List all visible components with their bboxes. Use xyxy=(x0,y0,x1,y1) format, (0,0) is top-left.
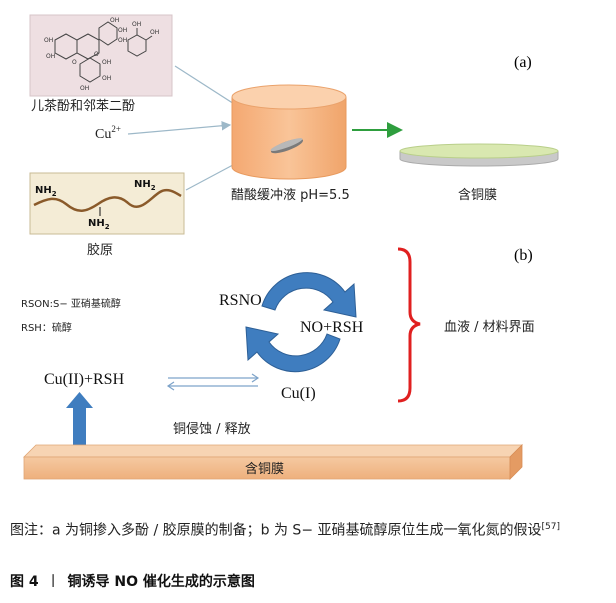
collagen-nh2-1: NH2 xyxy=(35,185,57,198)
structure-atom-5: OH xyxy=(46,53,55,60)
collagen-label: 胶原 xyxy=(87,242,113,258)
structure-atom-3: OH xyxy=(118,37,127,44)
interface-bracket xyxy=(397,247,421,403)
caption-separator: 丨 xyxy=(46,574,61,590)
panel-b-label: (b) xyxy=(514,247,533,264)
collagen-nh2-2: NH2 xyxy=(134,179,156,192)
collagen-nh2-3: NH2 xyxy=(88,218,110,231)
structure-atom-4: OH xyxy=(44,37,53,44)
structure-atom-11: OH xyxy=(132,21,141,28)
arrow-cu xyxy=(127,120,232,135)
panel-a-label: (a) xyxy=(514,54,532,71)
interface-label: 血液 / 材料界面 xyxy=(444,320,535,335)
corrosion-label: 铜侵蚀 / 释放 xyxy=(173,421,251,437)
figure-title: 铜诱导 NO 催化生成的示意图 xyxy=(67,574,255,590)
structure-atom-10: OH xyxy=(80,85,89,92)
legend-rsh: RSH：硫醇 xyxy=(21,321,72,334)
catalytic-cycle-arrows xyxy=(245,272,357,373)
legend-rson: RSON:S− 亚硝基硫醇 xyxy=(21,297,121,310)
rsno-label: RSNO xyxy=(219,292,262,309)
buffer-label: 醋酸缓冲液 pH=5.5 xyxy=(231,187,350,203)
structure-atom-6: O xyxy=(72,59,77,66)
base-label: 含铜膜 xyxy=(245,461,284,477)
figure-caption: 图 4 丨 铜诱导 NO 催化生成的示意图 xyxy=(10,571,255,591)
structure-atom-2: OH xyxy=(118,27,127,34)
figure-number: 图 4 xyxy=(10,574,39,590)
collagen-structure-box: NH2 NH2 NH2 xyxy=(29,172,185,235)
polyphenol-structure-box: OH OH OH OH OH O O OH OH OH OH OH xyxy=(29,14,173,97)
copper-membrane-base xyxy=(23,444,523,480)
structure-atom-9: OH xyxy=(102,75,111,82)
cu2-label: Cu2+ xyxy=(95,124,121,142)
no-rsh-label: NO+RSH xyxy=(300,319,364,336)
figure-note-text: 图注：a 为铜掺入多酚 / 胶原膜的制备；b 为 S− 亚硝基硫醇原位生成一氧化… xyxy=(10,522,542,539)
structure-atom-8: OH xyxy=(102,59,111,66)
structure-atom-7: O xyxy=(94,51,99,58)
release-up-arrow xyxy=(66,392,93,457)
figure-note: 图注：a 为铜掺入多酚 / 胶原膜的制备；b 为 S− 亚硝基硫醇原位生成一氧化… xyxy=(10,517,610,541)
structure-atom-12: OH xyxy=(150,29,159,36)
membrane-label: 含铜膜 xyxy=(458,187,497,203)
polyphenol-label: 儿茶酚和邻苯二酚 xyxy=(31,98,135,114)
buffer-cylinder xyxy=(231,84,347,180)
structure-atom-1: OH xyxy=(110,17,119,24)
copper-membrane-disc xyxy=(399,143,559,167)
cu-ii-label: Cu(II)+RSH xyxy=(44,371,125,388)
equilibrium-arrows xyxy=(166,373,260,391)
cu-i-label: Cu(I) xyxy=(281,385,316,402)
figure-note-ref: [57] xyxy=(541,522,560,532)
